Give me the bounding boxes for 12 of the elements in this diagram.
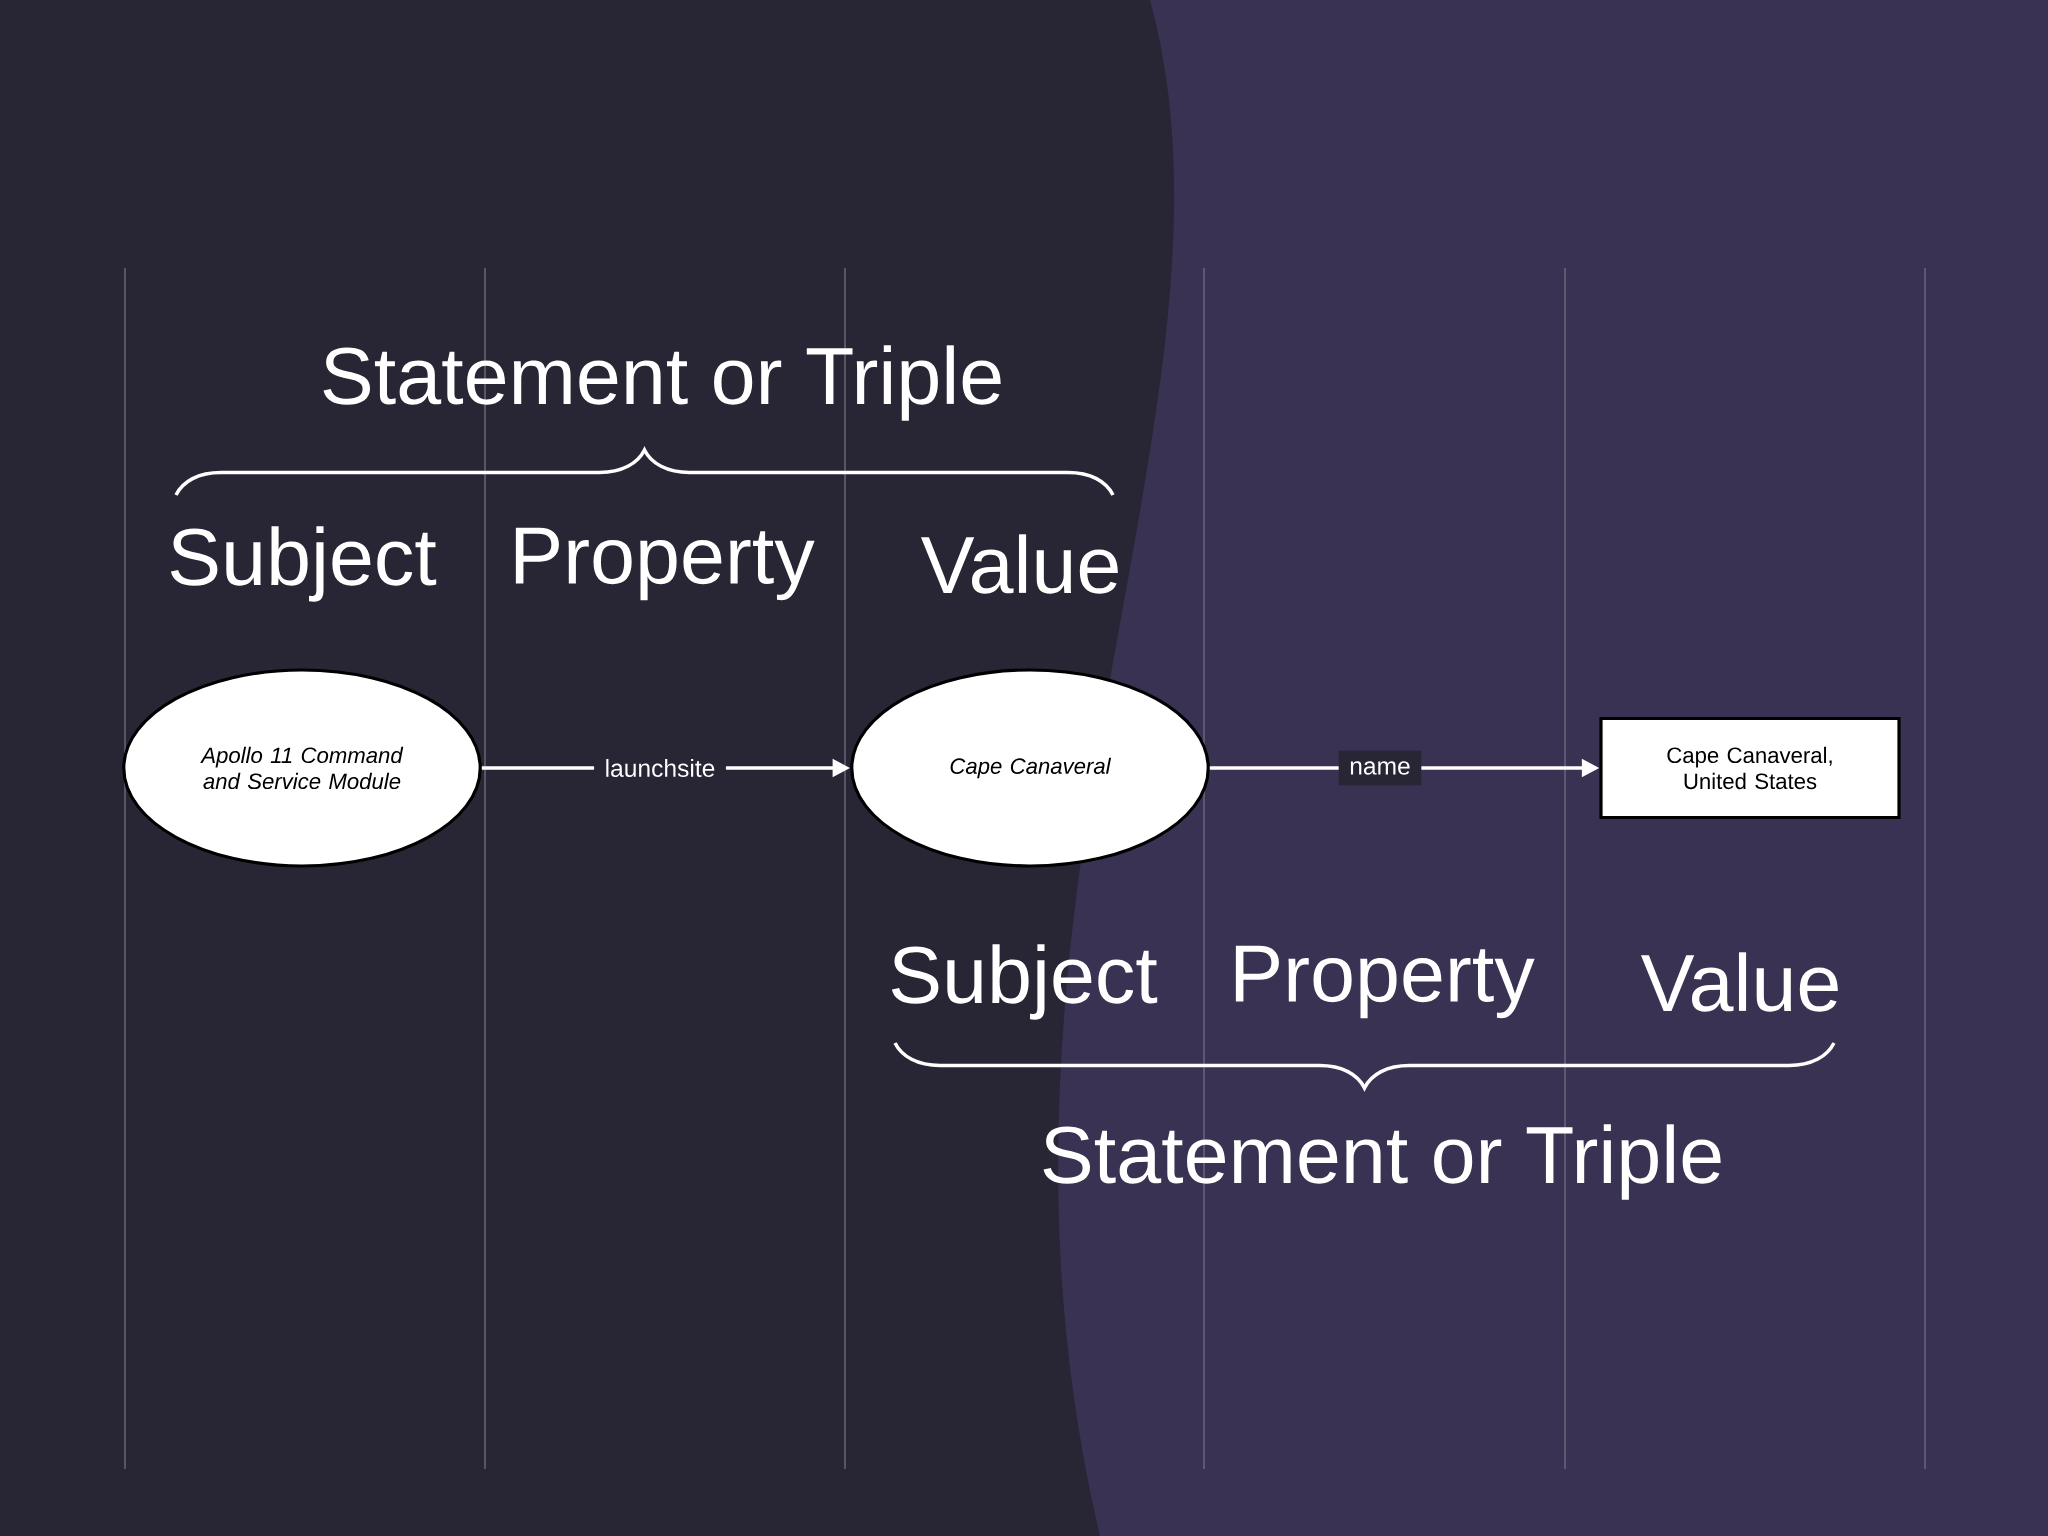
ellipse-node: Cape Canaveral	[850, 668, 1210, 868]
statement-heading: Statement or Triple	[323, 345, 1001, 421]
box-node: Cape Canaveral, United States	[1599, 716, 1901, 820]
column-heading: Value	[920, 534, 1118, 594]
column-heading: Property	[1235, 945, 1535, 1019]
edge-label: name	[1338, 750, 1422, 786]
statement-heading: Statement or Triple	[1043, 1124, 1721, 1200]
edge-label: launchsite	[594, 748, 726, 788]
ellipse-node: Apollo 11 Command and Service Module	[122, 668, 482, 868]
column-heading: Property	[515, 527, 815, 601]
column-heading: Subject	[891, 944, 1158, 1020]
column-heading: Value	[1640, 952, 1838, 1012]
